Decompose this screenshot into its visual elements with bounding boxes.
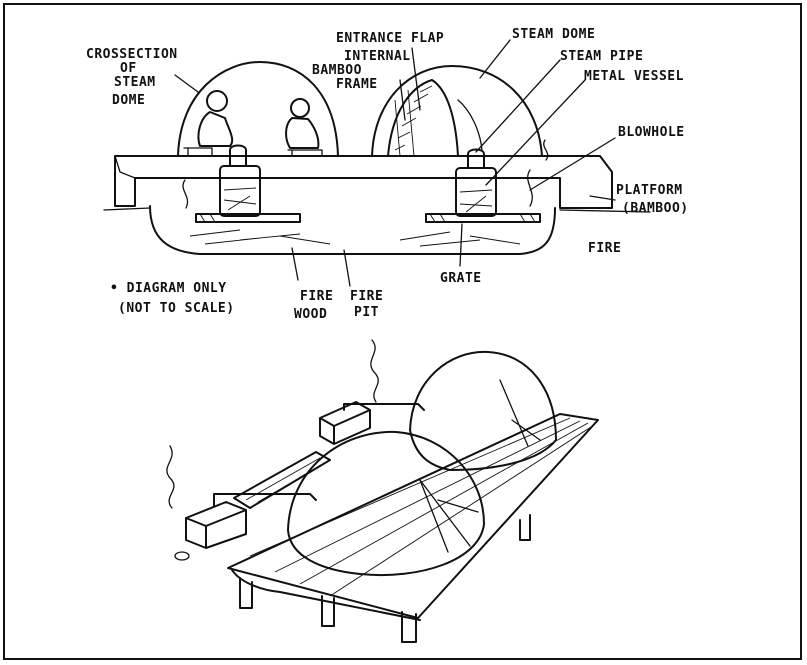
perspective-view <box>166 339 599 643</box>
grate-bars <box>195 213 541 223</box>
right-dome <box>371 65 543 157</box>
platform-front-edge <box>231 569 421 621</box>
leader-entrance-flap <box>411 47 421 111</box>
dome-seam <box>457 99 483 151</box>
label-platform-2: (BAMBOO) <box>622 201 689 216</box>
metal-vessel-right <box>455 148 497 217</box>
platform-legs <box>239 514 531 643</box>
label-entrance-flap: ENTRANCE FLAP <box>336 31 444 46</box>
label-cross-section-3: STEAM <box>114 75 156 90</box>
ground-line <box>103 207 651 213</box>
person-left <box>183 90 234 157</box>
leader-platform <box>589 195 616 201</box>
front-dome <box>287 430 485 576</box>
leader-steam-dome <box>479 39 511 79</box>
left-dome-section <box>177 61 339 157</box>
steam-wisp-front <box>166 445 175 509</box>
vessel-box-back <box>319 401 371 445</box>
labels: CROSSECTION OF STEAM DOME ENTRANCE FLAP … <box>86 27 689 322</box>
leader-grate <box>459 223 463 267</box>
leader-fire-pit <box>343 249 351 287</box>
label-diagram-note-1: • DIAGRAM ONLY <box>110 281 227 296</box>
label-fire-pit-2: PIT <box>354 305 379 320</box>
label-fire-pit-1: FIRE <box>350 289 383 304</box>
leader-frame <box>399 79 406 121</box>
platform-edge <box>114 155 136 179</box>
label-steam-dome: STEAM DOME <box>512 27 595 42</box>
leader-steam-pipe <box>475 59 561 153</box>
bamboo-frame-lattice <box>394 85 433 157</box>
leader-cross-section <box>174 74 199 93</box>
firewood <box>189 229 521 247</box>
label-cross-section-1: CROSSECTION <box>86 47 178 62</box>
label-fire-wood-2: WOOD <box>294 307 327 322</box>
back-dome-flap <box>499 379 541 447</box>
platform-slab <box>114 155 613 209</box>
leader-metal-vessel <box>485 79 586 186</box>
back-dome <box>409 350 557 471</box>
vessel-box-front <box>185 501 247 549</box>
cross-section-view <box>103 39 651 287</box>
label-grate: GRATE <box>440 271 482 286</box>
label-internal-frame-2: BAMBOO <box>312 63 362 78</box>
label-platform-1: PLATFORM <box>616 183 683 198</box>
ember-stone <box>174 551 190 561</box>
steam-wisp-left <box>182 179 189 209</box>
metal-vessel-left <box>219 144 261 217</box>
grate-hatch <box>199 213 536 223</box>
person-right <box>285 98 323 157</box>
firewood-stack <box>233 451 331 509</box>
label-cross-section-2: OF <box>120 61 137 76</box>
label-blowhole: BLOWHOLE <box>618 125 685 140</box>
bamboo-platform <box>227 413 599 619</box>
leader-fire-wood <box>291 247 299 281</box>
steam-pipes <box>213 403 425 507</box>
fire-pit-outline <box>149 205 556 255</box>
label-fire-wood-1: FIRE <box>300 289 333 304</box>
label-internal-frame-3: FRAME <box>336 77 378 92</box>
label-steam-pipe: STEAM PIPE <box>560 49 643 64</box>
label-internal-frame-1: INTERNAL <box>344 49 411 64</box>
entrance-flap-outline <box>387 79 459 157</box>
label-metal-vessel: METAL VESSEL <box>584 69 684 84</box>
label-fire: FIRE <box>588 241 621 256</box>
steam-wisp-right <box>527 139 549 207</box>
diagram-frame <box>3 3 802 660</box>
label-diagram-note-2: (NOT TO SCALE) <box>118 301 235 316</box>
steam-wisp-back <box>370 339 379 403</box>
leader-blowhole <box>529 137 616 191</box>
front-dome-flap <box>419 479 479 553</box>
bamboo-slats <box>249 417 595 597</box>
label-cross-section-4: DOME <box>112 93 145 108</box>
